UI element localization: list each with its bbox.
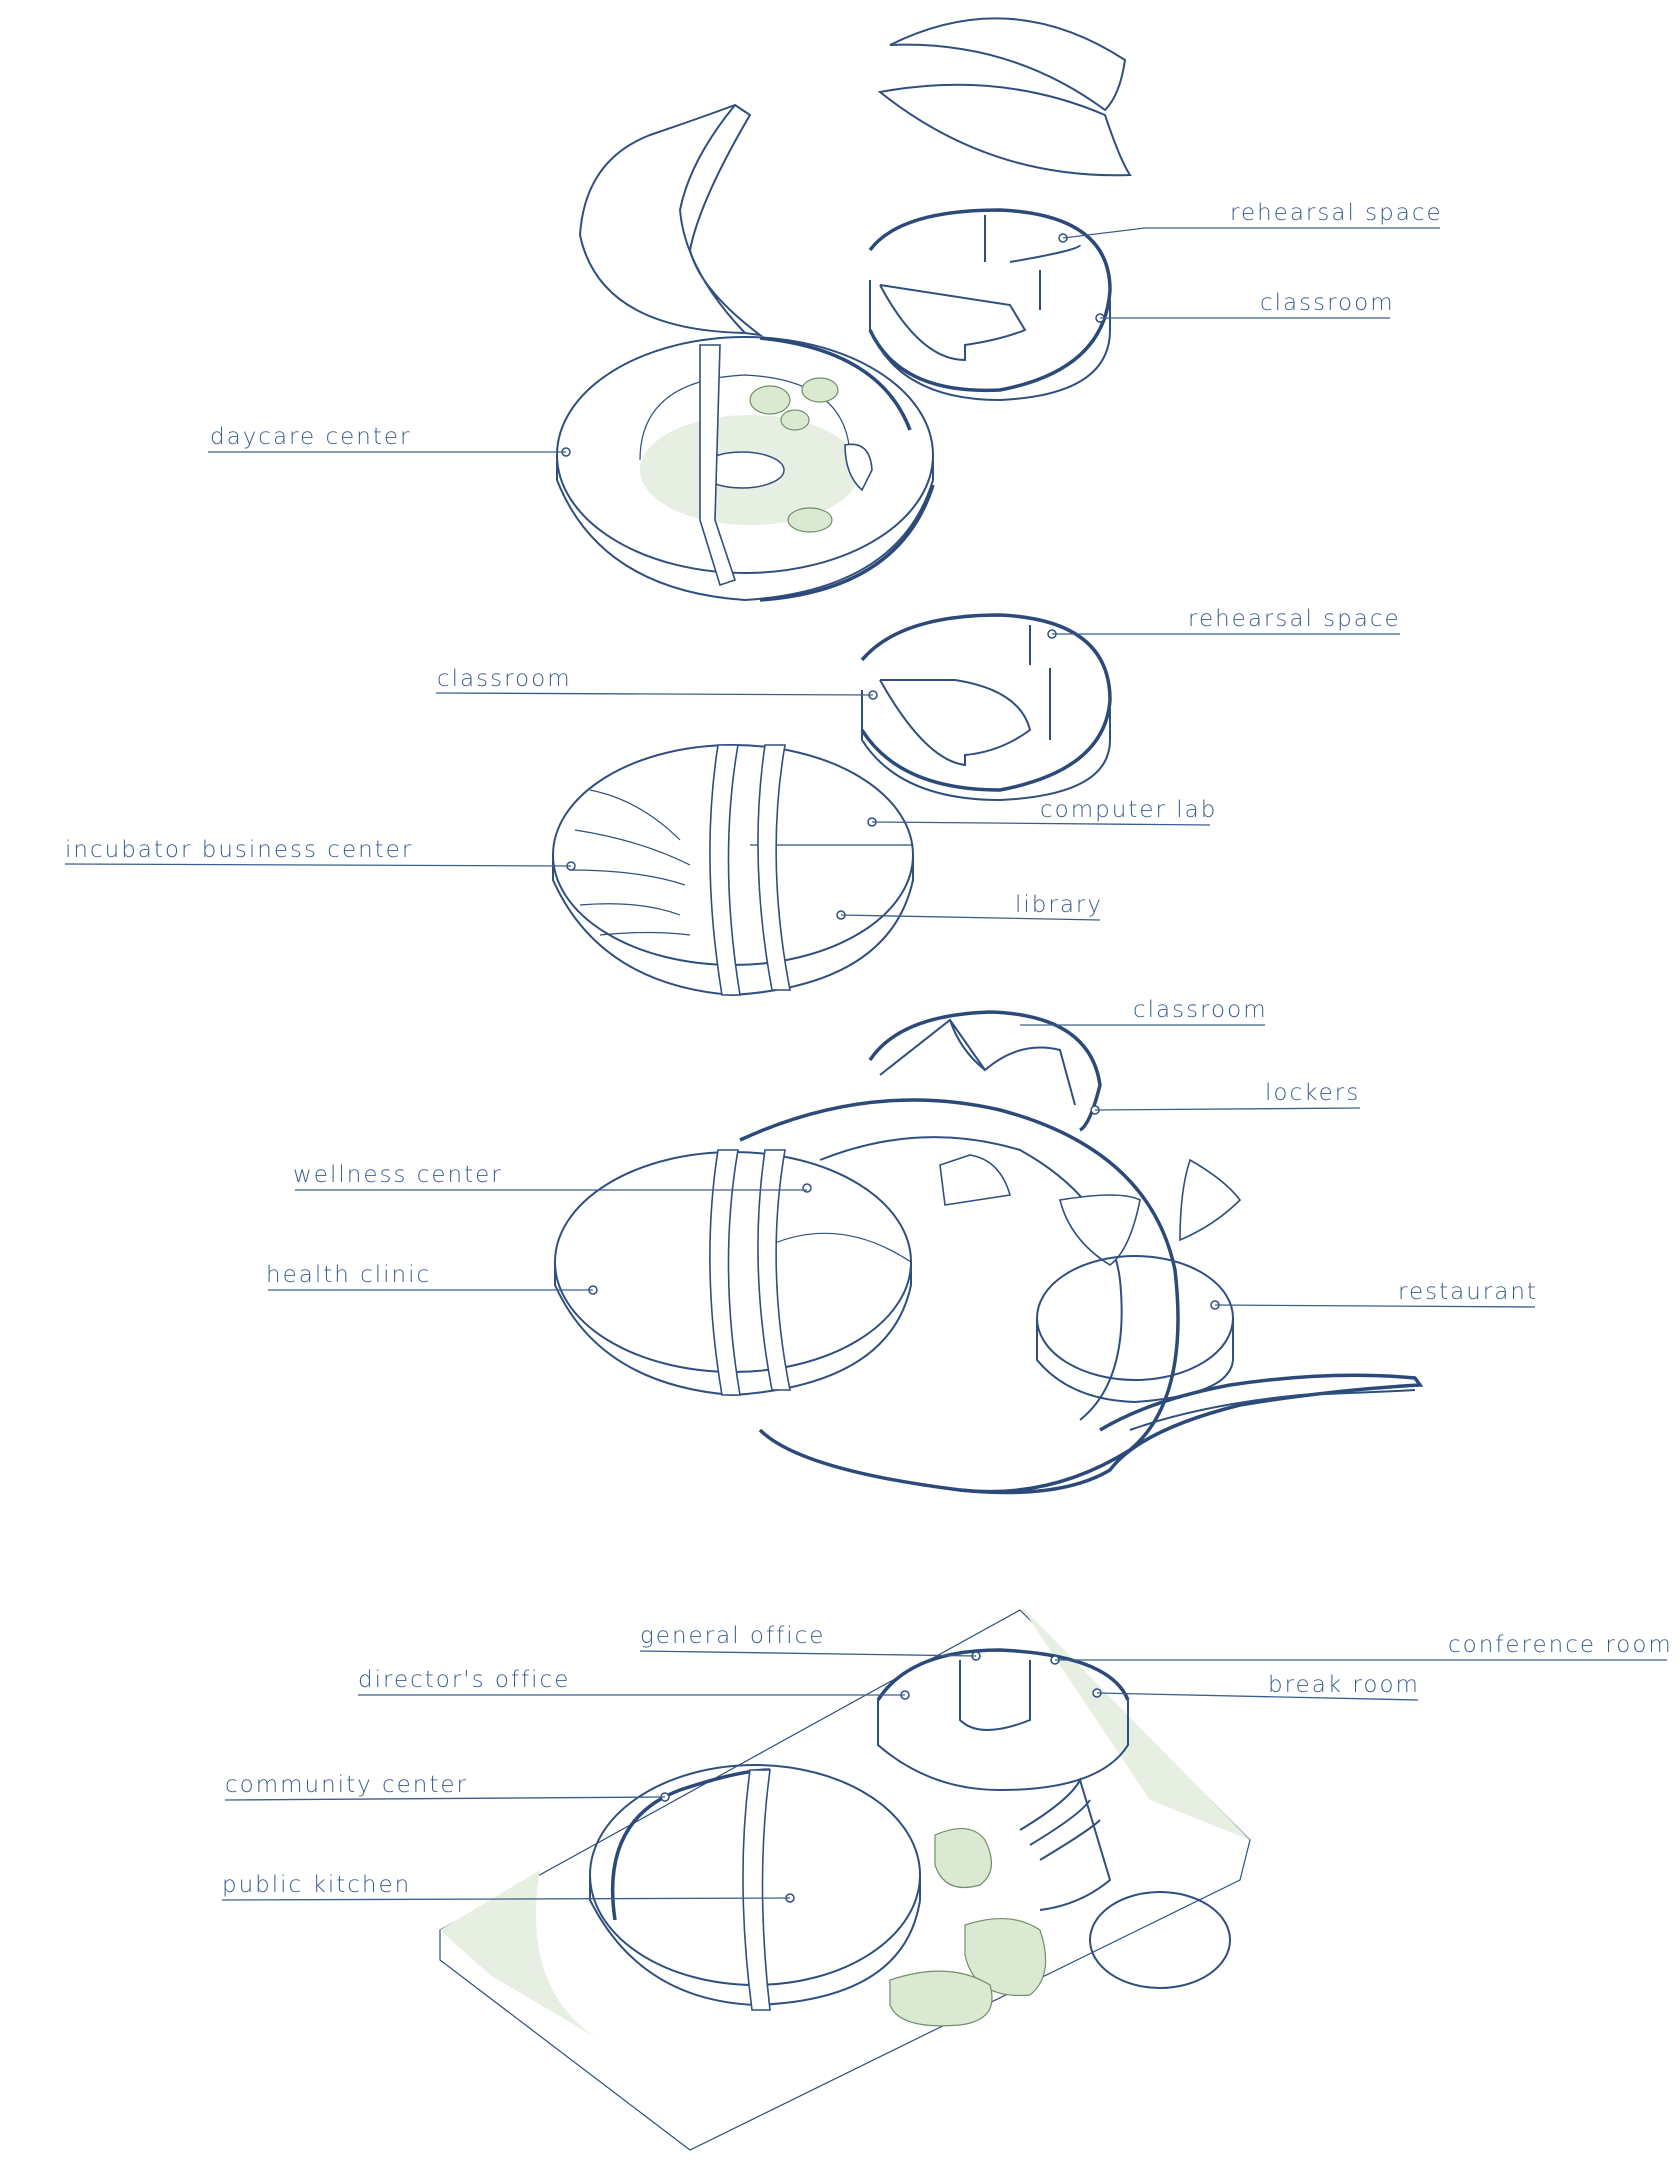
site-plate bbox=[439, 1609, 1251, 2151]
leader-incubator bbox=[64, 863, 572, 867]
leader-break-room bbox=[1096, 1692, 1419, 1701]
l2-upper-drum-inner bbox=[879, 1018, 1076, 1106]
roof-pieces bbox=[578, 17, 1132, 337]
upper-drum-partition bbox=[984, 215, 1081, 310]
site-green-top-right bbox=[1020, 1605, 1250, 1840]
roof-crescent bbox=[578, 103, 764, 337]
l2-ramp bbox=[959, 1373, 1424, 1495]
daycare-spine-wall bbox=[699, 344, 737, 587]
leader-classroom-mid bbox=[435, 692, 874, 696]
leader-general-office bbox=[639, 1650, 977, 1657]
mid-drum-base bbox=[861, 690, 1111, 802]
daycare-disc-edge bbox=[556, 455, 934, 602]
level-3 bbox=[552, 613, 1112, 997]
daycare-inner-ring bbox=[639, 374, 851, 461]
leader-lockers bbox=[1094, 1107, 1361, 1111]
label-library: library bbox=[1015, 892, 1103, 918]
mid-spine-wall-right bbox=[757, 744, 791, 991]
label-computer-lab: computer lab bbox=[1040, 797, 1217, 823]
label-restaurant: restaurant bbox=[1398, 1279, 1538, 1305]
plaza-disc bbox=[1089, 1891, 1231, 1989]
l2-spine-left bbox=[709, 1149, 741, 1396]
leader-community bbox=[224, 1796, 666, 1801]
label-general-office: general office bbox=[640, 1623, 825, 1649]
daycare-green-blob-4 bbox=[787, 507, 833, 533]
leader-computer-lab bbox=[871, 821, 1211, 826]
label-classroom-third: classroom bbox=[1133, 997, 1268, 1023]
l2-big-ring bbox=[739, 1098, 1180, 1494]
label-rehearsal-space-mid: rehearsal space bbox=[1188, 606, 1401, 632]
ground-level bbox=[439, 1605, 1251, 2151]
incubator-fins bbox=[569, 789, 691, 936]
label-wellness-center: wellness center bbox=[293, 1162, 503, 1188]
office-drum bbox=[876, 1648, 1130, 1701]
leader-lines bbox=[64, 227, 1667, 1901]
leader-rehearsal-top bbox=[1062, 227, 1440, 239]
level-2 bbox=[554, 1010, 1424, 1495]
roof-lens-lower bbox=[877, 83, 1132, 177]
mid-drum-wall bbox=[860, 613, 1112, 792]
label-public-kitchen: public kitchen bbox=[222, 1872, 411, 1898]
label-health-clinic: health clinic bbox=[266, 1262, 431, 1288]
daycare-green-blob-1 bbox=[749, 385, 791, 415]
leader-kitchen bbox=[221, 1897, 791, 1901]
mid-spine-wall-left bbox=[709, 744, 741, 996]
leader-restaurant bbox=[1214, 1304, 1536, 1308]
daycare-disc-heavy-rim bbox=[759, 336, 935, 602]
label-community-center: community center bbox=[225, 1772, 468, 1798]
label-directors-office: director's office bbox=[358, 1667, 570, 1693]
l2-lens-right bbox=[1179, 1158, 1242, 1242]
daycare-green-blob-2 bbox=[801, 377, 839, 403]
l2-left-disc-arc bbox=[769, 1232, 912, 1263]
site-green-left bbox=[440, 1870, 600, 2040]
mid-drum-inner bbox=[879, 679, 1032, 767]
office-drum-court bbox=[959, 1660, 1031, 1731]
label-classroom-mid: classroom bbox=[437, 666, 572, 692]
restaurant-drum-top bbox=[1036, 1255, 1234, 1381]
upper-drum-inner bbox=[879, 284, 1027, 362]
label-daycare-center: daycare center bbox=[210, 424, 411, 450]
label-lockers: lockers bbox=[1265, 1080, 1360, 1106]
community-spine bbox=[742, 1769, 771, 2011]
label-rehearsal-space-top: rehearsal space bbox=[1230, 200, 1443, 226]
upper-drum-base bbox=[869, 280, 1111, 402]
wellness-dot bbox=[802, 1183, 812, 1193]
label-conference-room: conference room bbox=[1448, 1632, 1673, 1658]
daycare-curved-seat bbox=[844, 443, 873, 492]
l2-cone bbox=[939, 1154, 1012, 1206]
garden-blob-1 bbox=[934, 1828, 992, 1889]
label-texts: rehearsal space classroom daycare center… bbox=[65, 200, 1673, 1898]
l2-spine-right bbox=[757, 1149, 791, 1391]
l2-ramp-inner bbox=[1129, 1389, 1416, 1431]
roof-lens-upper bbox=[889, 17, 1127, 112]
mid-drum-partition bbox=[1029, 625, 1051, 740]
label-break-room: break room bbox=[1268, 1672, 1420, 1698]
leader-library bbox=[840, 914, 1101, 921]
l2-lens-left bbox=[1059, 1194, 1141, 1266]
amphitheater bbox=[1019, 1777, 1112, 1911]
level-4 bbox=[556, 208, 1112, 602]
restaurant-drum-edge bbox=[1036, 1318, 1234, 1404]
label-classroom-top: classroom bbox=[1260, 290, 1395, 316]
daycare-green-blob-3 bbox=[780, 409, 810, 431]
garden-blob-3 bbox=[889, 1970, 993, 2027]
office-drum-base bbox=[877, 1700, 1129, 1792]
label-incubator: incubator business center bbox=[65, 837, 413, 863]
